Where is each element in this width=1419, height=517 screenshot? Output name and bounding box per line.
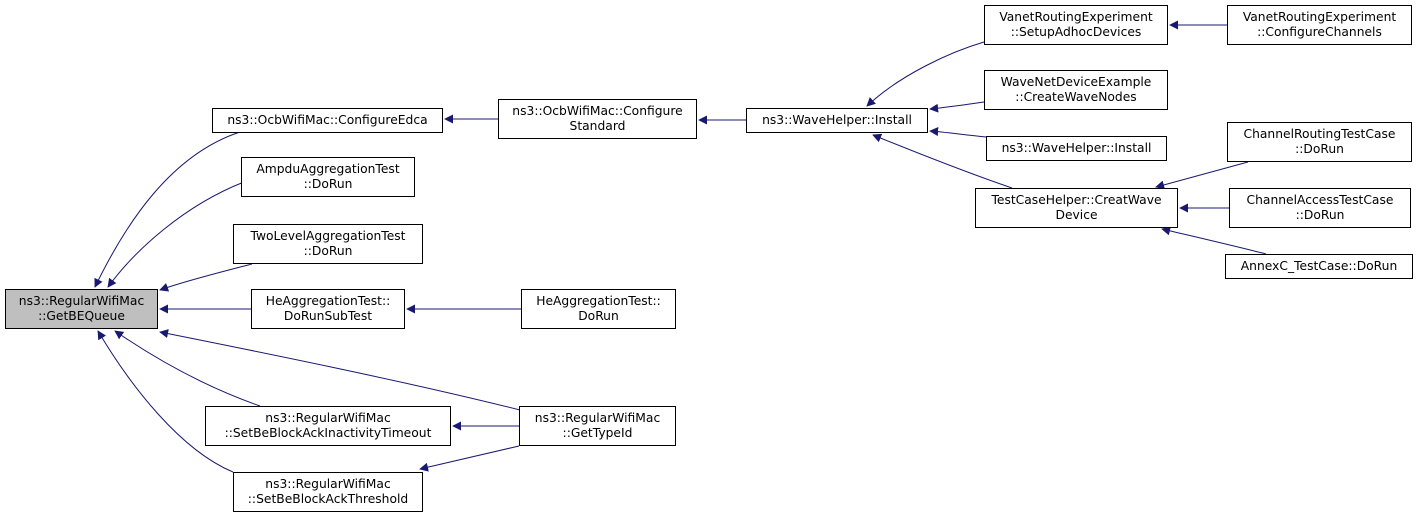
node-label-line: ::SetBeBlockAckThreshold [247,492,409,506]
edge-n16-to-n14 [1155,161,1249,190]
edge-n3-to-n0 [159,263,253,292]
node-label-line: HeAggregationTest:: [265,294,391,308]
graph-node-n4[interactable]: HeAggregationTest::DoRunSubTest [251,289,405,329]
node-label-line: ChannelRoutingTestCase [1243,127,1396,141]
graph-node-n15[interactable]: VanetRoutingExperiment::ConfigureChannel… [1227,5,1412,45]
node-label-line: ChannelAccessTestCase [1246,193,1394,207]
edge-n13-to-n10 [929,127,987,138]
node-label-line: ns3::WaveHelper::Install [762,113,912,127]
node-label-line: ::DoRun [303,177,353,191]
graph-node-n17[interactable]: ChannelAccessTestCase::DoRun [1229,188,1411,228]
graph-node-n7[interactable]: ns3::RegularWifiMac::GetTypeId [519,406,676,446]
edge-n2-to-n0 [107,181,245,288]
node-label-line: DoRunSubTest [283,309,373,323]
node-label-line: ::DoRun [1295,208,1345,222]
graph-node-n5[interactable]: ns3::RegularWifiMac::SetBeBlockAckInacti… [205,406,451,446]
graph-node-n3[interactable]: TwoLevelAggregationTest::DoRun [233,224,423,264]
node-label-line: DoRun [578,309,619,323]
node-label-line: AnnexC_TestCase::DoRun [1240,259,1398,273]
node-label-line: WaveNetDeviceExample [1000,75,1152,89]
node-label-line: ::DoRun [1295,142,1344,156]
node-label-line: ::SetupAdhocDevices [1010,25,1142,39]
node-label-line: ns3::RegularWifiMac [534,411,661,425]
node-label-line: ns3::WaveHelper::Install [1001,141,1152,155]
edge-n11-to-n10 [866,41,985,107]
node-label-line: ns3::OcbWifiMac::ConfigureEdca [227,113,428,127]
node-label-line: ::ConfigureChannels [1257,25,1382,39]
graph-root-node: ns3::RegularWifiMac::GetBEQueue [5,289,158,329]
graph-node-n9[interactable]: HeAggregationTest::DoRun [521,289,676,329]
graph-node-n1[interactable]: ns3::OcbWifiMac::ConfigureEdca [212,108,443,133]
node-label-line: AmpduAggregationTest [256,162,400,176]
node-label-line: TwoLevelAggregationTest [250,229,406,243]
edge-n7-to-n0 [159,329,521,411]
node-label-line: ns3::RegularWifiMac [18,294,145,308]
node-label-line: ::CreateWaveNodes [1015,90,1137,104]
graph-node-n10[interactable]: ns3::WaveHelper::Install [746,108,928,133]
edge-n7-to-n6 [419,445,520,472]
graph-node-n18[interactable]: AnnexC_TestCase::DoRun [1225,254,1413,279]
node-label-line: Device [1055,208,1098,222]
graph-node-n2[interactable]: AmpduAggregationTest::DoRun [241,157,415,197]
graph-node-n13[interactable]: ns3::WaveHelper::Install [986,136,1167,161]
node-label-line: ::GetTypeId [562,426,633,440]
edge-n6-to-n0 [97,330,234,473]
graph-node-n16[interactable]: ChannelRoutingTestCase::DoRun [1227,122,1412,162]
node-label-line: ns3::RegularWifiMac [265,411,391,425]
edge-n12-to-n10 [929,101,985,113]
node-label-line: ::SetBeBlockAckInactivityTimeout [224,426,432,440]
edge-n1-to-n0 [94,131,241,288]
graph-node-n12[interactable]: WaveNetDeviceExample::CreateWaveNodes [984,70,1168,110]
node-label-line: TestCaseHelper::CreatWave [991,193,1162,207]
edge-n14-to-n10 [872,133,1013,189]
node-label-line: ns3::RegularWifiMac [265,477,391,491]
node-label-line: ns3::OcbWifiMac::Configure [512,104,683,118]
edge-n5-to-n0 [114,330,261,407]
node-label-line: ::DoRun [303,244,353,258]
edge-n18-to-n14 [1161,226,1267,255]
node-label-line: VanetRoutingExperiment [1242,10,1397,24]
node-label-line: VanetRoutingExperiment [999,10,1153,24]
node-label-line: HeAggregationTest:: [536,294,661,308]
graph-node-n11[interactable]: VanetRoutingExperiment::SetupAdhocDevice… [984,5,1168,45]
node-label-line: Standard [569,119,626,133]
graph-node-n6[interactable]: ns3::RegularWifiMac::SetBeBlockAckThresh… [233,472,423,512]
node-label-line: ::GetBEQueue [38,309,125,323]
